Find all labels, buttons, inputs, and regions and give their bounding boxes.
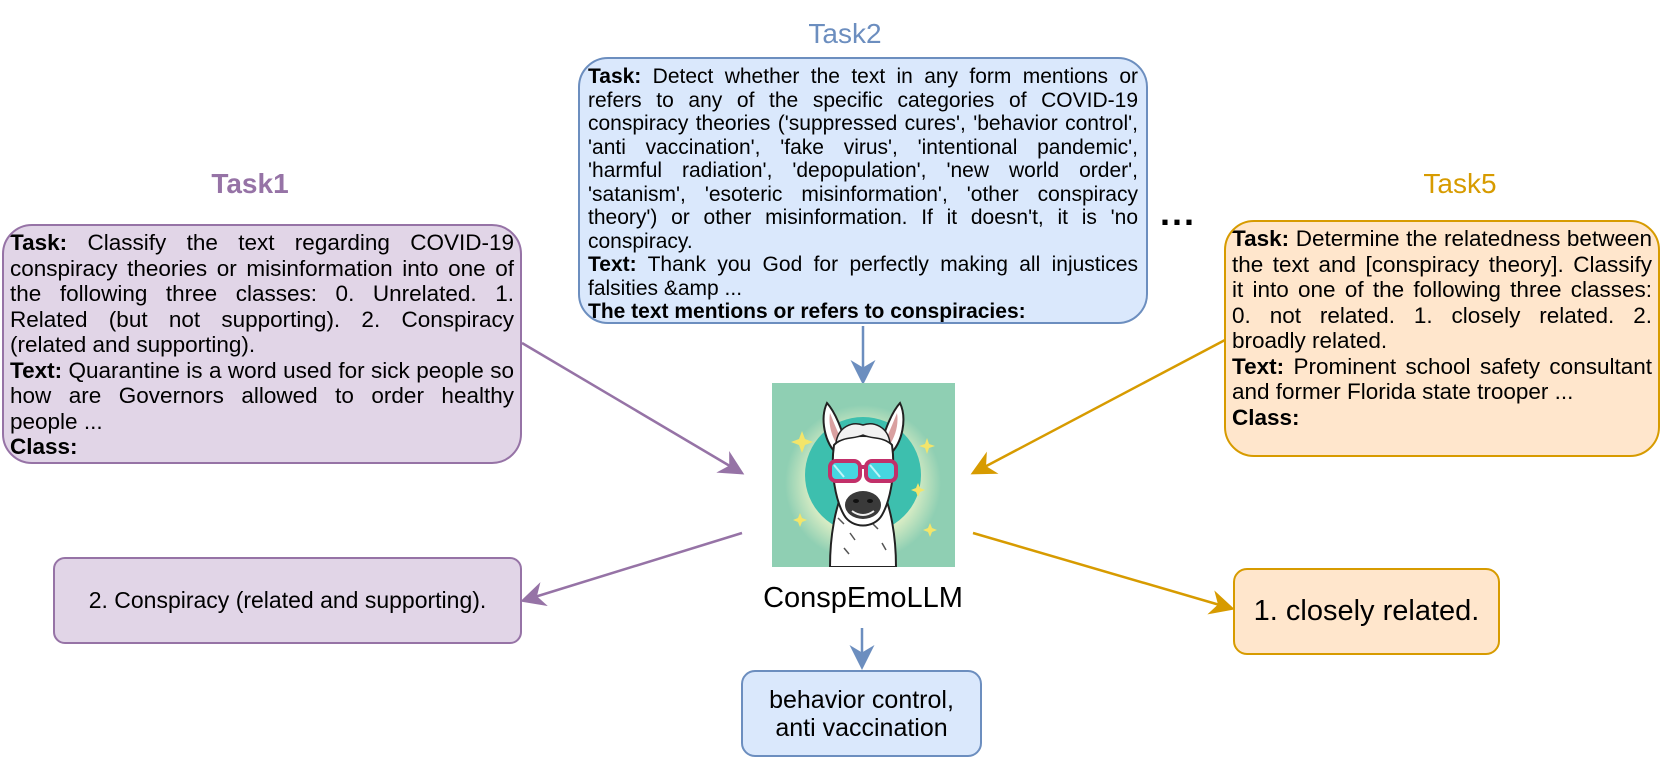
task2-text-paragraph: Text: Thank you God for perfectly making…: [588, 253, 1138, 300]
more-tasks-ellipsis: ...: [1160, 192, 1197, 233]
task5-task-text: Determine the relatedness between the te…: [1232, 226, 1652, 353]
task1-class-label: Class:: [10, 434, 78, 459]
task2-input-box: Task: Detect whether the text in any for…: [578, 57, 1148, 324]
arrow-model-to-task5-output: [972, 531, 1235, 615]
arrow-task5-to-model: [970, 338, 1226, 475]
task1-task-paragraph: Task: Classify the text regarding COVID-…: [10, 230, 514, 358]
task5-output-box: 1. closely related.: [1233, 568, 1500, 655]
task2-task-text: Detect whether the text in any form ment…: [588, 65, 1138, 253]
task2-output-box: behavior control, anti vaccination: [741, 670, 982, 757]
task5-class-paragraph: Class:: [1232, 405, 1652, 431]
task1-output-text: 2. Conspiracy (related and supporting).: [88, 587, 487, 613]
task2-task-paragraph: Task: Detect whether the text in any for…: [588, 65, 1138, 253]
task5-task-paragraph: Task: Determine the relatedness between …: [1232, 226, 1652, 354]
task1-class-paragraph: Class:: [10, 434, 514, 460]
model-logo: [772, 383, 955, 567]
task2-text-label: Text:: [588, 253, 637, 276]
task1-task-text: Classify the text regarding COVID-19 con…: [10, 230, 514, 357]
arrow-task1-to-model: [521, 341, 745, 475]
task2-text-value: Thank you God for perfectly making all i…: [588, 253, 1138, 300]
model-name: ConspEmoLLM: [763, 582, 963, 614]
task2-question: The text mentions or refers to conspirac…: [588, 300, 1026, 323]
task2-title: Task2: [808, 18, 882, 49]
task1-title: Task1: [211, 168, 289, 199]
task5-text-label: Text:: [1232, 353, 1285, 379]
task1-text-paragraph: Text: Quarantine is a word used for sick…: [10, 358, 514, 435]
task1-output-box: 2. Conspiracy (related and supporting).: [53, 557, 522, 644]
task5-output-text: 1. closely related.: [1253, 595, 1480, 627]
task5-class-label: Class:: [1232, 404, 1300, 430]
task1-task-label: Task:: [10, 230, 68, 255]
task5-task-label: Task:: [1232, 226, 1290, 251]
task2-output-line1: behavior control,: [769, 685, 954, 714]
llama-with-sunglasses-icon: [772, 383, 955, 567]
task2-question-paragraph: The text mentions or refers to conspirac…: [588, 300, 1138, 323]
task5-text-value: Prominent school safety consultant and f…: [1232, 353, 1652, 405]
task1-text-label: Text:: [10, 357, 63, 383]
task5-input-box: Task: Determine the relatedness between …: [1224, 220, 1660, 457]
task5-text-paragraph: Text: Prominent school safety consultant…: [1232, 354, 1652, 405]
task5-title: Task5: [1423, 168, 1497, 199]
task1-input-box: Task: Classify the text regarding COVID-…: [2, 224, 522, 464]
task1-text-value: Quarantine is a word used for sick peopl…: [10, 357, 514, 434]
arrow-model-to-task1-output: [520, 531, 743, 607]
task2-output-line2: anti vaccination: [775, 713, 948, 742]
task2-task-label: Task:: [588, 65, 642, 88]
